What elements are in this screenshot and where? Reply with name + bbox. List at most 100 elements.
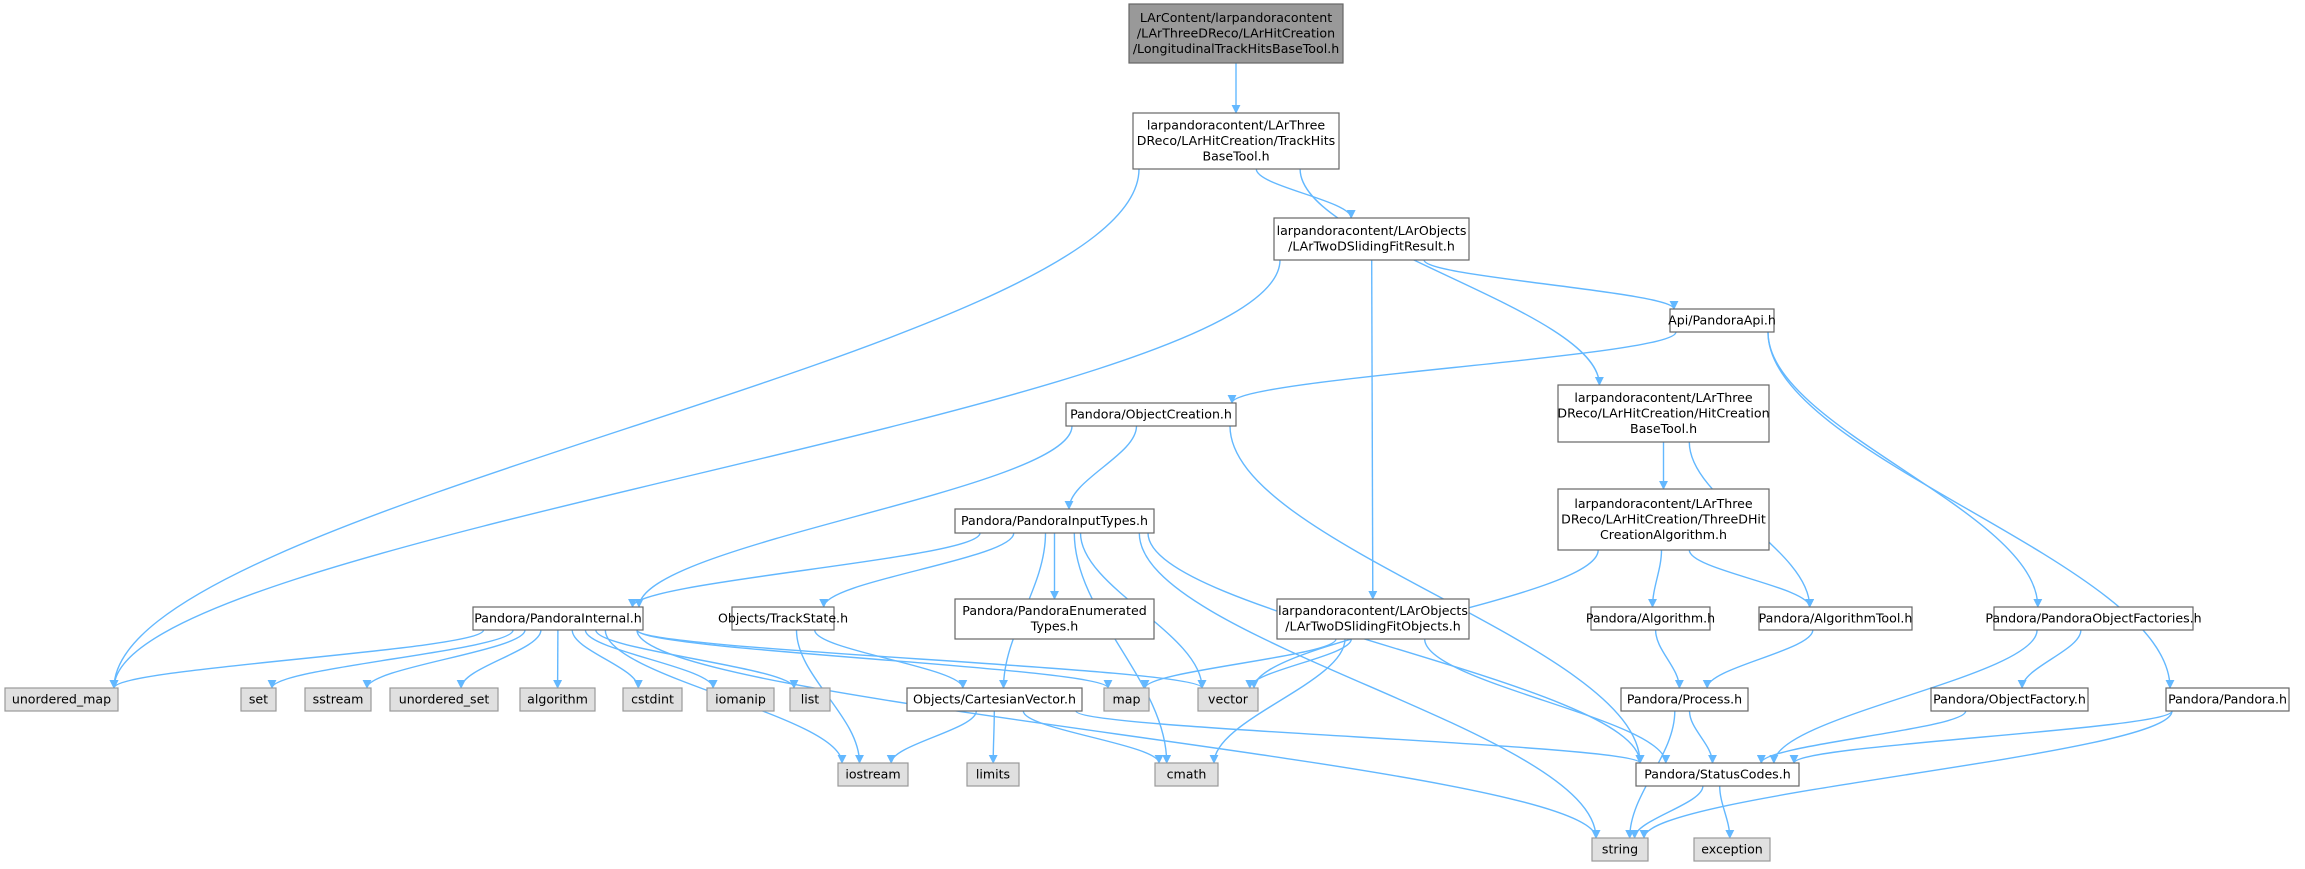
node-box [1276,598,1470,640]
edge-line [2017,629,2082,689]
edge-slidingfitresult-to-slidingfitobjects [1368,259,1378,600]
node-box [1132,112,1340,170]
edge-inputtypes-to-pandorainternal [628,532,981,608]
node-list: list [789,687,831,712]
edge-line [634,425,1073,608]
node-label-line: larpandoracontent/LArThree [1574,496,1753,511]
node-exception: exception [1693,837,1771,862]
edge-threedhitcreation-to-algorithm-h [1648,549,1663,608]
edge-line [1299,168,1604,386]
node-objectfactories[interactable]: Pandora/PandoraObjectFactories.h [1985,606,2202,631]
edge-line [886,710,977,764]
edge-algorithm-h-to-process [1654,629,1684,689]
edge-line [571,629,643,689]
node-label-line: larpandoracontent/LArThree [1574,390,1753,405]
edge-process-to-statuscodes [1688,710,1717,764]
node-label-line: exception [1701,841,1763,856]
node-hitcreationbase[interactable]: larpandoracontent/LArThreeDReco/LArHitCr… [1557,384,1770,443]
edge-threedhitcreation-to-algorithmtool [1688,549,1815,608]
edge-slidingfitresult-to-pandoraapi [1423,259,1679,310]
edge-line [1227,331,1677,404]
node-iostream: iostream [837,762,909,787]
node-label-line: larpandoracontent/LArObjects [1277,223,1467,238]
node-box [1669,308,1775,333]
edge-slidingfitresult-to-unordered-map [109,259,1281,689]
node-box [1103,687,1150,712]
edge-line [1075,710,1645,764]
node-pandoraapi[interactable]: Api/PandoraApi.h [1668,308,1776,333]
edge-line [1255,168,1356,219]
node-box [1197,687,1259,712]
node-pandorainternal[interactable]: Pandora/PandoraInternal.h [472,606,644,631]
edge-inputtypes-to-trackstate [819,532,1015,608]
node-box [304,687,372,712]
node-label-line: LArContent/larpandoracontent [1140,10,1332,25]
edge-line [636,629,1113,689]
node-box [789,687,831,712]
edge-cartesianvector-to-cmath [1022,710,1164,764]
edge-line [584,629,718,689]
edge-pandora-h-to-string [1639,710,2173,839]
edge-objectcreation-to-statuscodes [1229,425,1645,764]
node-trackhitsbase[interactable]: larpandoracontent/LArThreeDReco/LArHitCr… [1132,112,1340,170]
node-label-line: Pandora/PandoraInternal.h [474,610,641,625]
edge-statuscodes-to-string [1630,785,1704,839]
node-label-line: CreationAlgorithm.h [1600,527,1727,542]
node-objectfactory[interactable]: Pandora/ObjectFactory.h [1930,687,2089,712]
edge-trackhitsbase-to-hitcreationbase [1299,168,1604,386]
node-algorithm-h[interactable]: Pandora/Algorithm.h [1586,606,1715,631]
node-process[interactable]: Pandora/Process.h [1620,687,1749,712]
edge-inputtypes-to-statuscodes [1147,532,1645,764]
node-label-line: Pandora/ObjectFactory.h [1933,691,2086,706]
edge-pandorainternal-to-cstdint [571,629,643,689]
node-box [954,598,1155,640]
node-slidingfitobjects[interactable]: larpandoracontent/LArObjects/LArTwoDSlid… [1276,598,1470,640]
node-trackstate[interactable]: Objects/TrackState.h [718,606,848,631]
node-box [1930,687,2089,712]
node-box [706,687,775,712]
node-label-line: unordered_set [399,691,490,706]
node-box [1557,384,1770,443]
edge-line [1140,638,1337,689]
node-box [4,687,119,712]
node-unordered-map: unordered_map [4,687,119,712]
node-slidingfitresult[interactable]: larpandoracontent/LArObjects/LArTwoDSlid… [1273,217,1470,261]
node-iomanip: iomanip [706,687,775,712]
node-algorithmtool[interactable]: Pandora/AlgorithmTool.h [1758,606,1913,631]
edges-layer [109,63,2175,839]
node-label-line: Pandora/AlgorithmTool.h [1759,610,1913,625]
node-cartesianvector[interactable]: Objects/CartesianVector.h [906,687,1083,712]
node-objectcreation[interactable]: Pandora/ObjectCreation.h [1065,402,1237,427]
edge-line [1719,785,1735,839]
edge-line [1756,710,1967,764]
node-statuscodes[interactable]: Pandora/StatusCodes.h [1635,762,1800,787]
node-box [966,762,1020,787]
edge-objectfactory-to-statuscodes [1756,710,1967,764]
edge-line [1767,331,2043,608]
node-label-line: cstdint [631,691,674,706]
edge-pandoraapi-to-objectcreation [1227,331,1677,404]
edge-pandorainternal-to-unordered-map [109,629,485,689]
node-label-line: /LArThreeDReco/LArHitCreation [1137,25,1335,40]
edge-line [1630,785,1704,839]
node-unordered-set: unordered_set [389,687,499,712]
node-pandora-h[interactable]: Pandora/Pandora.h [2165,687,2290,712]
edge-pandorainternal-to-set [267,629,514,689]
edge-statuscodes-to-exception [1719,785,1735,839]
node-label-line: Objects/TrackState.h [718,610,848,625]
node-label-line: Pandora/Pandora.h [2168,691,2287,706]
edge-cartesianvector-to-statuscodes [1075,710,1645,764]
node-limits: limits [966,762,1020,787]
node-label-line: vector [1208,691,1249,706]
edge-line [1147,532,1645,764]
node-threedhitcreation[interactable]: larpandoracontent/LArThreeDReco/LArHitCr… [1557,488,1770,551]
edge-pandorainternal-to-list [595,629,799,689]
node-inputtypes[interactable]: Pandora/PandoraInputTypes.h [954,508,1155,534]
edge-line [1789,710,2173,764]
node-box [519,687,596,712]
node-vector: vector [1197,687,1259,712]
node-label-line: string [1602,841,1638,856]
node-algorithm: algorithm [519,687,596,712]
